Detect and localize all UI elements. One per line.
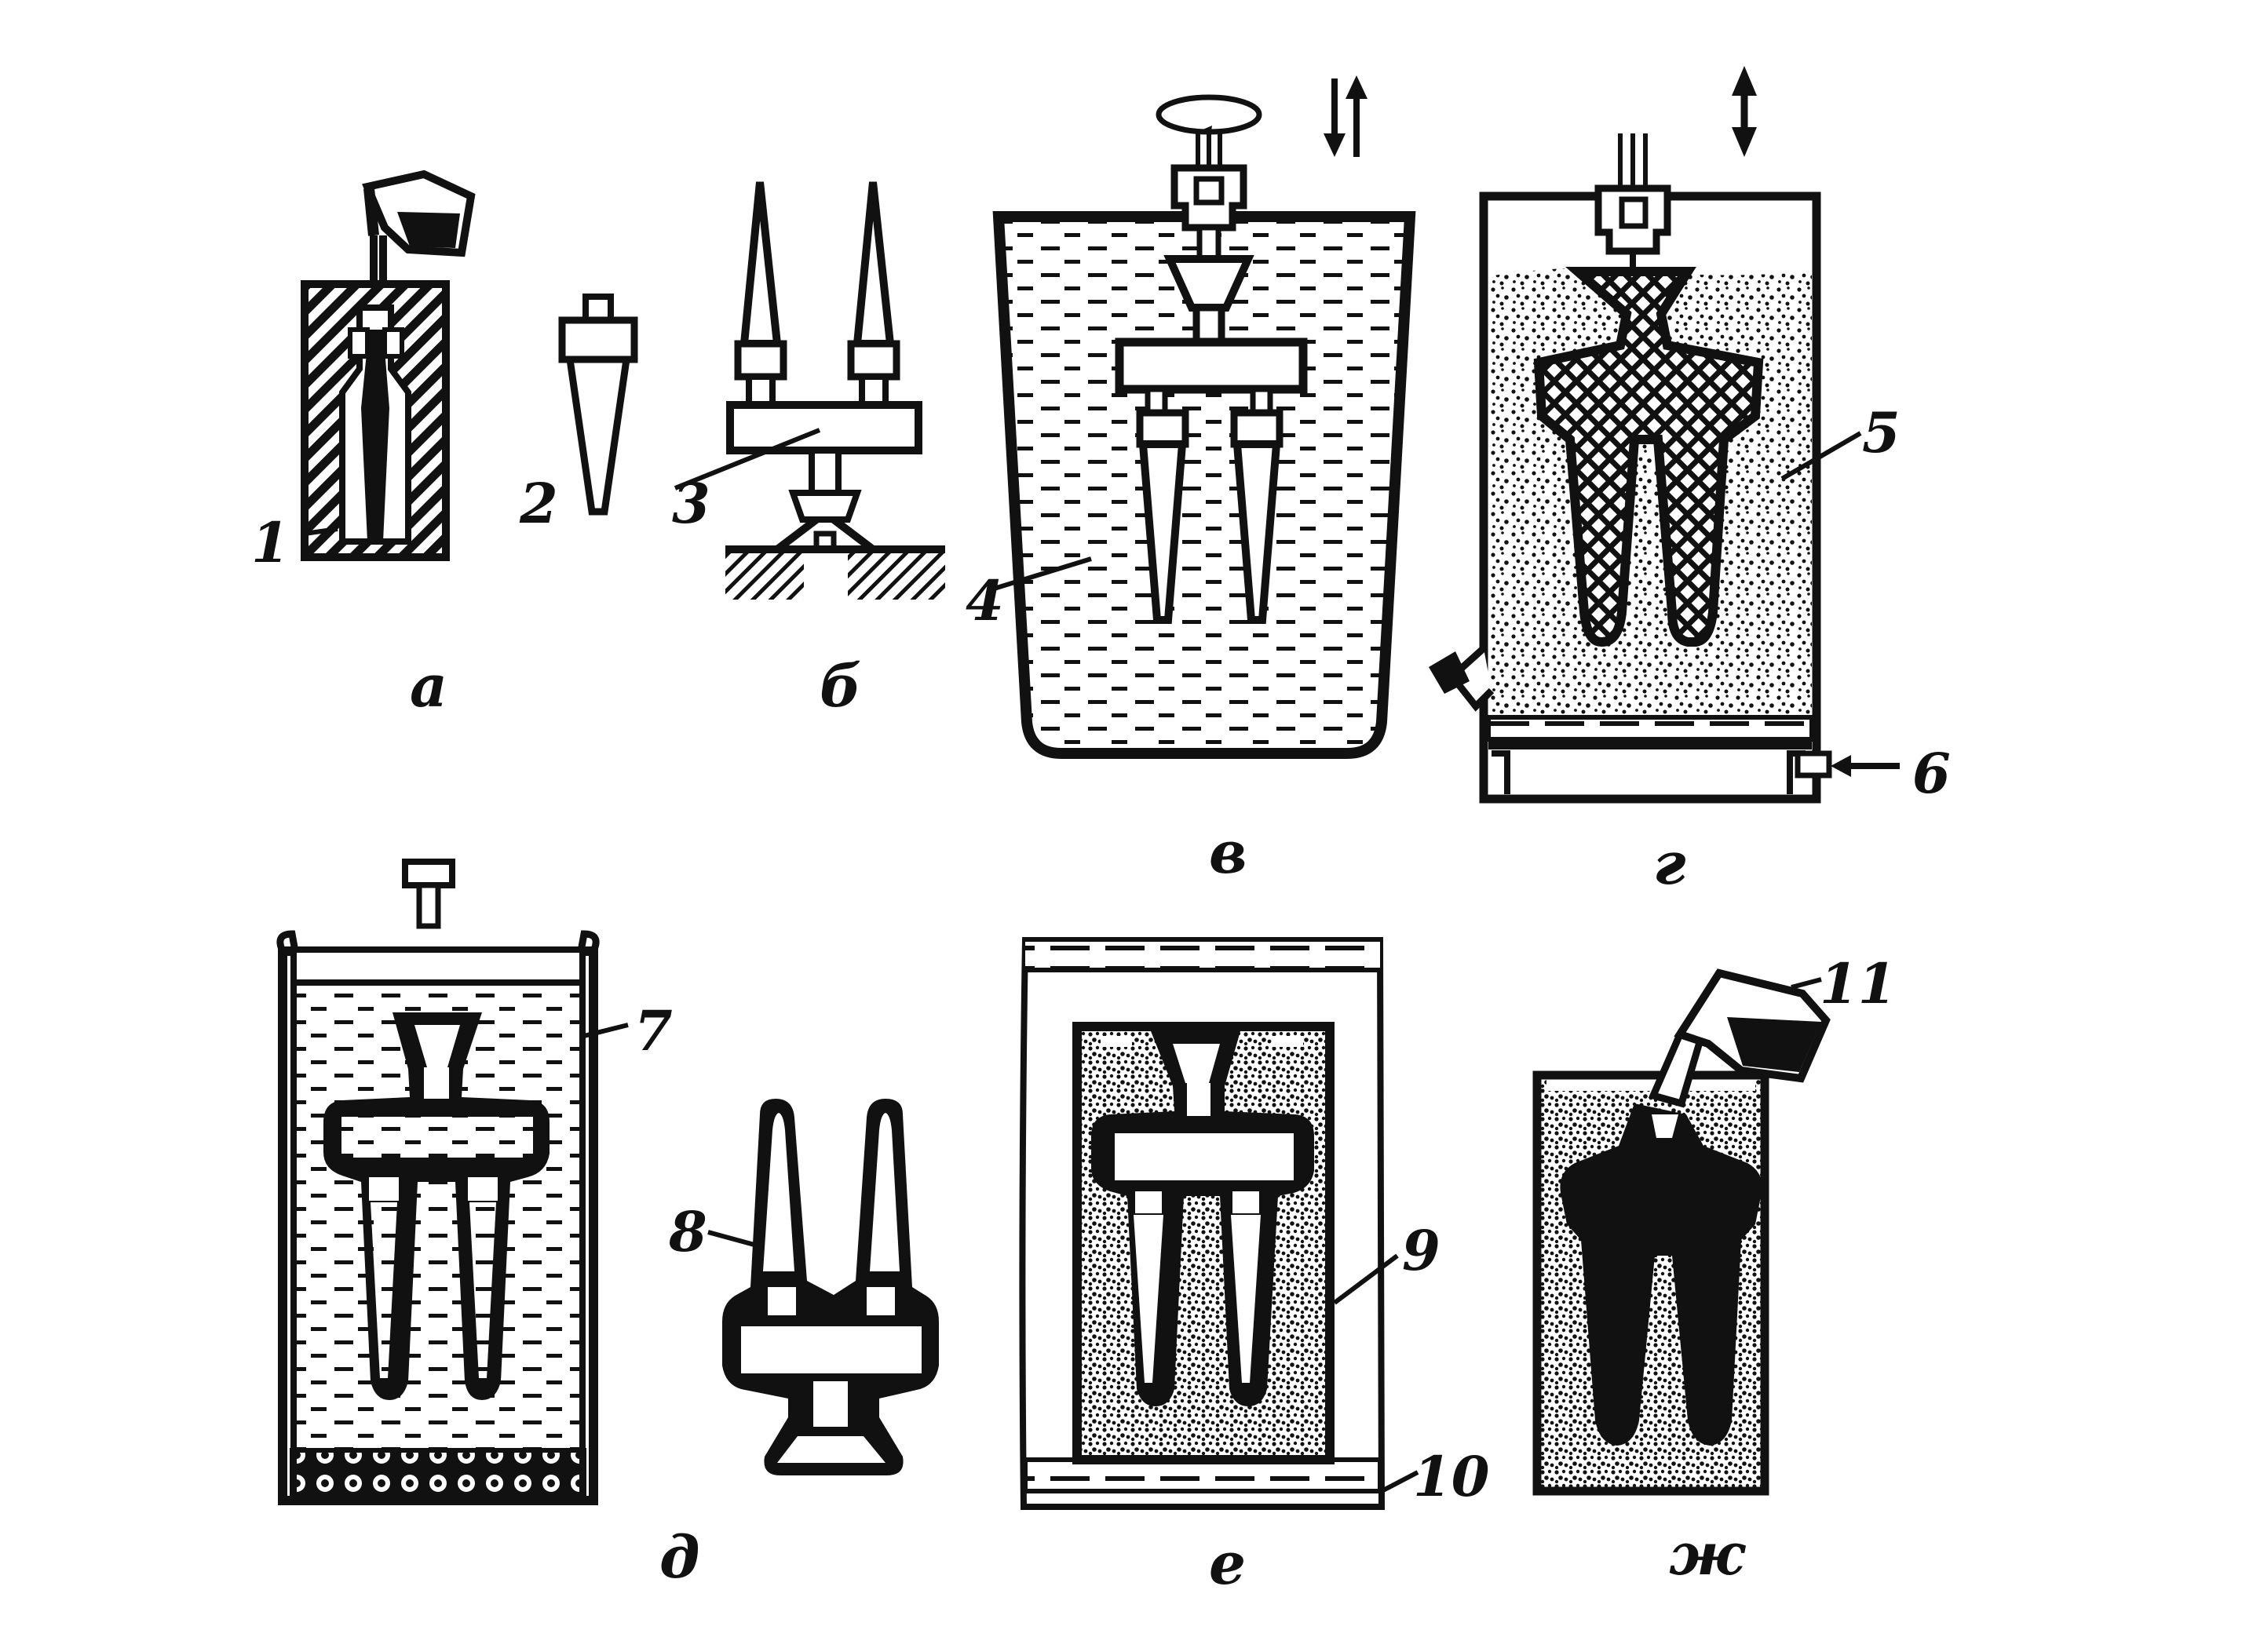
callout-2: 2: [519, 471, 558, 536]
callout-9: 9: [1402, 1218, 1441, 1283]
callout-3: 3: [672, 471, 710, 536]
callout-4: 4: [966, 568, 1004, 633]
panel-zh-ladle: [1674, 968, 1831, 1083]
callout-labels: 1 2 3 4 5 6 7 8 9 10 11: [251, 400, 1951, 1509]
panel-b-pattern-assembly: [674, 181, 945, 600]
panel-g-sand-coating: [1429, 66, 1900, 804]
panel-d-ceramic-shell: [707, 1099, 939, 1475]
callout-5: 5: [1862, 400, 1901, 465]
panel-d-dewaxing-vessel: [276, 859, 629, 1505]
panel-v-slurry-dipping: [988, 75, 1416, 759]
panel-a-pattern-die: [301, 170, 476, 561]
panel-label-v: в: [1209, 819, 1247, 887]
callout-1: 1: [251, 510, 290, 575]
panel-zh-metal-pouring: [1532, 968, 1831, 1496]
panel-label-e: е: [1209, 1530, 1246, 1598]
panel-label-b: б: [820, 653, 861, 720]
callout-8: 8: [668, 1199, 707, 1264]
panel-letters: а б в г д е ж: [410, 653, 1747, 1598]
panel-e-flask-with-sand: [1019, 937, 1419, 1510]
panel-label-zh: ж: [1669, 1521, 1747, 1588]
callout-6: 6: [1912, 741, 1951, 806]
panel-label-d: д: [659, 1524, 699, 1592]
callout-7: 7: [634, 998, 673, 1063]
panel-label-g: г: [1653, 830, 1686, 898]
callout-11: 11: [1820, 951, 1896, 1016]
panel-label-a: а: [410, 653, 447, 720]
panel-g-vertical-arrow: [1732, 66, 1757, 157]
panel-v-up-down-arrows: [1324, 75, 1367, 157]
panel-a-wax-pattern: [558, 294, 638, 516]
panel-a-ladle: [362, 170, 476, 257]
callout-10: 10: [1413, 1444, 1489, 1509]
